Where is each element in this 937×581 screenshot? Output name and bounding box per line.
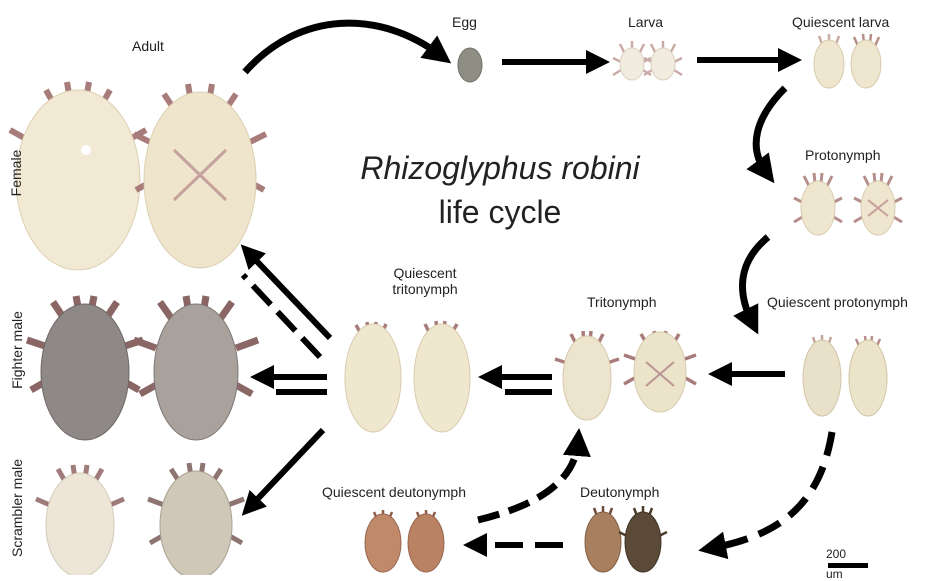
egg-image (458, 48, 482, 82)
label-scrambler-male: Scrambler male (9, 450, 25, 566)
label-fighter-male: Fighter male (9, 302, 25, 398)
label-quiescent-tritonymph-line1: Quiescent (370, 265, 480, 281)
tritonymph-image (555, 331, 696, 420)
diagram-subtitle: life cycle (300, 194, 700, 231)
arrow-protonymph-to-quiescent-protonymph (743, 237, 768, 322)
quiescent-tritonymph-image (345, 321, 470, 432)
label-protonymph: Protonymph (805, 147, 880, 163)
label-tritonymph: Tritonymph (587, 294, 657, 310)
adult-female-image (10, 82, 266, 270)
protonymph-image (794, 173, 902, 235)
fighter-male-image (27, 296, 258, 440)
larva-image (613, 41, 682, 80)
label-egg: Egg (452, 14, 477, 30)
scale-bar-label: 200 um (826, 548, 846, 580)
quiescent-larva-image (814, 34, 881, 88)
label-quiescent-larva: Quiescent larva (792, 14, 889, 30)
deutonymph-image (585, 506, 667, 572)
label-larva: Larva (628, 14, 663, 30)
arrow-adult-to-egg (245, 23, 440, 72)
label-female: Female (8, 143, 24, 203)
label-deutonymph: Deutonymph (580, 484, 659, 500)
arrow-quiescent-deutonymph-to-tritonymph (478, 442, 578, 520)
label-quiescent-deutonymph: Quiescent deutonymph (322, 484, 466, 500)
scrambler-male-image (36, 463, 244, 575)
scale-bar-unit: um (826, 568, 846, 580)
arrow-quiescent-tritonymph-to-scrambler (250, 430, 323, 507)
arrows (243, 23, 832, 548)
quiescent-deutonymph-image (365, 510, 444, 572)
arrow-quiescent-larva-to-protonymph (756, 88, 785, 172)
label-adult: Adult (132, 38, 164, 54)
label-quiescent-tritonymph: Quiescent tritonymph (370, 265, 480, 297)
diagram-title: Rhizoglyphus robini (300, 150, 700, 187)
label-quiescent-tritonymph-line2: tritonymph (370, 281, 480, 297)
quiescent-protonymph-image (803, 335, 887, 416)
scale-bar-value: 200 (826, 548, 846, 560)
arrow-quiescent-protonymph-to-deutonymph (712, 432, 832, 548)
label-quiescent-protonymph: Quiescent protonymph (767, 294, 908, 310)
